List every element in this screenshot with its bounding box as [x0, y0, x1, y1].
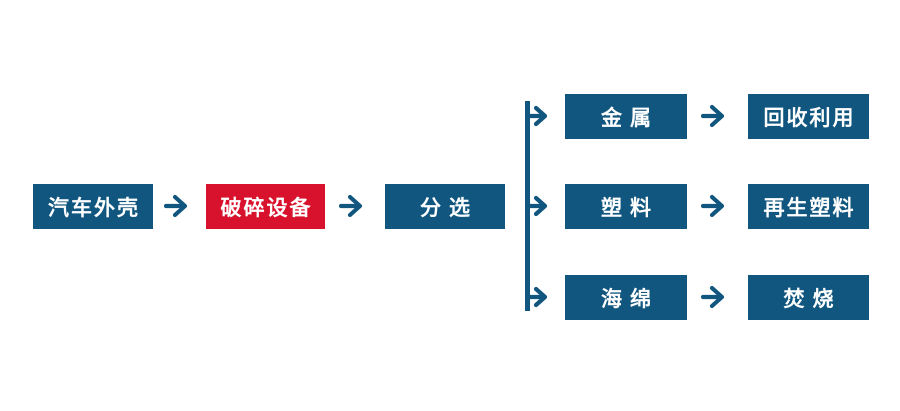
node-metal: 金属 [565, 94, 687, 139]
node-crushing-equipment: 破碎设备 [206, 184, 325, 229]
arrow-right-icon [164, 193, 194, 219]
node-recycling: 回收利用 [748, 94, 869, 139]
arrow-right-icon [339, 193, 369, 219]
node-sorting: 分选 [385, 184, 505, 229]
node-car-shell: 汽车外壳 [33, 184, 153, 229]
node-sponge: 海绵 [565, 275, 687, 320]
node-plastic: 塑料 [565, 184, 687, 229]
node-recycled-plastic: 再生塑料 [748, 184, 869, 229]
arrow-right-icon [701, 284, 731, 310]
branch-connector-line [520, 98, 554, 314]
node-incineration: 焚烧 [748, 275, 869, 320]
arrow-right-icon [701, 193, 731, 219]
arrow-right-icon [701, 103, 731, 129]
